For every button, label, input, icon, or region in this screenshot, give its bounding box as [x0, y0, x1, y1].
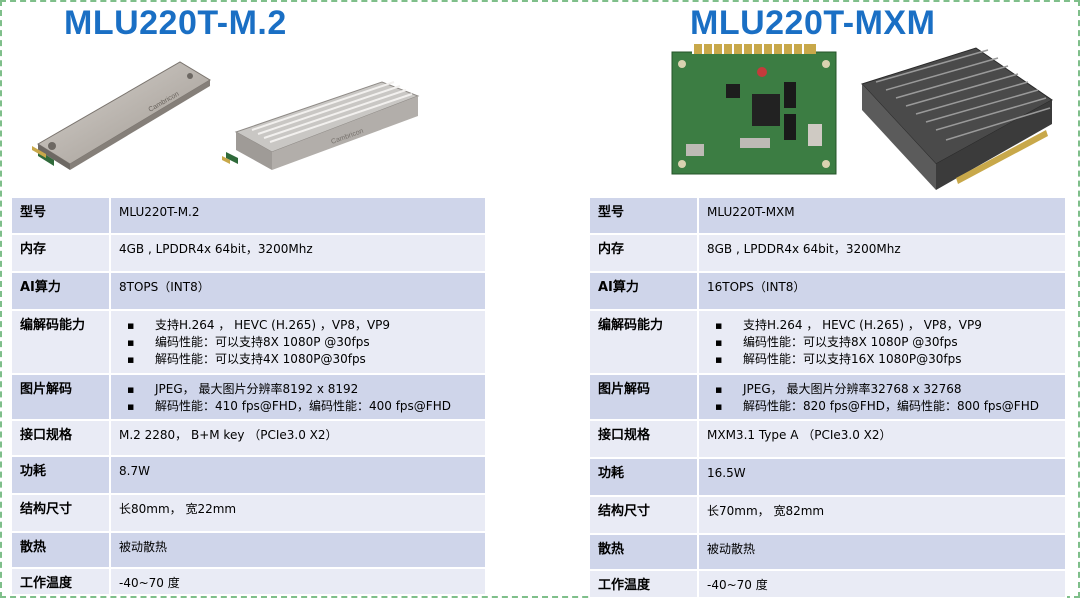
spec-key: 型号	[590, 198, 699, 235]
table-row: 编解码能力 支持H.264 ， HEVC (H.265) ，VP8，VP9 编码…	[12, 310, 487, 375]
spec-key: 接口规格	[590, 420, 699, 459]
bullet-item: 支持H.264 ， HEVC (H.265) ，VP8，VP9	[119, 317, 477, 334]
spec-key: 散热	[12, 532, 111, 569]
spec-key: 散热	[590, 534, 699, 571]
spec-value: 8GB , LPDDR4x 64bit，3200Mhz	[698, 234, 1067, 273]
spec-key: 工作温度	[12, 568, 111, 596]
spec-value: 16.5W	[698, 458, 1067, 497]
left-spec-table: 型号 MLU220T-M.2 内存 4GB , LPDDR4x 64bit，32…	[12, 198, 487, 596]
table-row: 内存 4GB , LPDDR4x 64bit，3200Mhz	[12, 234, 487, 273]
spec-value: MLU220T-MXM	[698, 198, 1067, 235]
table-row: 接口规格 MXM3.1 Type A （PCIe3.0 X2）	[590, 420, 1067, 459]
table-row: 编解码能力 支持H.264 ， HEVC (H.265) ， VP8，VP9 编…	[590, 310, 1067, 375]
bullet-item: 解码性能：可以支持16X 1080P@30fps	[707, 351, 1057, 368]
spec-value: 长80mm， 宽22mm	[110, 494, 487, 533]
left-product-title: MLU220T-M.2	[64, 4, 287, 42]
spec-value: 4GB , LPDDR4x 64bit，3200Mhz	[110, 234, 487, 273]
table-row: 型号 MLU220T-MXM	[590, 198, 1067, 235]
m2-module-flat-photo: Cambricon	[32, 61, 211, 170]
spec-key: 接口规格	[12, 420, 111, 457]
bullet-item: 解码性能：410 fps@FHD，编码性能：400 fps@FHD	[119, 398, 477, 415]
spec-value: 8TOPS（INT8）	[110, 272, 487, 311]
spec-value-list: JPEG， 最大图片分辨率32768 x 32768 解码性能：820 fps@…	[698, 374, 1067, 421]
bullet-item: 解码性能：820 fps@FHD，编码性能：800 fps@FHD	[707, 398, 1057, 415]
spec-key: AI算力	[590, 272, 699, 311]
spec-key: 结构尺寸	[590, 496, 699, 535]
right-product-title: MLU220T-MXM	[690, 4, 936, 42]
spec-key: 内存	[12, 234, 111, 273]
table-row: 工作温度 -40~70 度	[12, 568, 487, 596]
table-row: 功耗 8.7W	[12, 456, 487, 495]
spec-key: AI算力	[12, 272, 111, 311]
table-row: AI算力 16TOPS（INT8）	[590, 272, 1067, 311]
spec-value: -40~70 度	[698, 570, 1067, 599]
spec-value-list: 支持H.264 ， HEVC (H.265) ，VP8，VP9 编码性能：可以支…	[110, 310, 487, 375]
spec-key: 图片解码	[590, 374, 699, 421]
spec-key: 编解码能力	[12, 310, 111, 375]
table-row: 功耗 16.5W	[590, 458, 1067, 497]
spec-value: MXM3.1 Type A （PCIe3.0 X2）	[698, 420, 1067, 459]
table-row: 型号 MLU220T-M.2	[12, 198, 487, 235]
spec-key: 图片解码	[12, 374, 111, 421]
spec-value: -40~70 度	[110, 568, 487, 596]
bullet-item: 解码性能：可以支持4X 1080P@30fps	[119, 351, 477, 368]
spec-key: 编解码能力	[590, 310, 699, 375]
table-row: AI算力 8TOPS（INT8）	[12, 272, 487, 311]
m2-module-heatsink-photo: Cambricon	[222, 81, 420, 170]
spec-value: 16TOPS（INT8）	[698, 272, 1067, 311]
spec-value: 被动散热	[110, 532, 487, 569]
spec-value: 被动散热	[698, 534, 1067, 571]
table-row: 内存 8GB , LPDDR4x 64bit，3200Mhz	[590, 234, 1067, 273]
mxm-board-photo	[671, 44, 837, 175]
table-row: 散热 被动散热	[12, 532, 487, 569]
spec-key: 功耗	[12, 456, 111, 495]
bullet-item: JPEG， 最大图片分辨率8192 x 8192	[119, 381, 477, 398]
table-row: 散热 被动散热	[590, 534, 1067, 571]
bullet-item: 编码性能：可以支持8X 1080P @30fps	[707, 334, 1057, 351]
spec-value: M.2 2280， B+M key （PCIe3.0 X2）	[110, 420, 487, 457]
table-row: 结构尺寸 长70mm， 宽82mm	[590, 496, 1067, 535]
spec-value-list: 支持H.264 ， HEVC (H.265) ， VP8，VP9 编码性能：可以…	[698, 310, 1067, 375]
table-row: 图片解码 JPEG， 最大图片分辨率8192 x 8192 解码性能：410 f…	[12, 374, 487, 421]
spec-value-list: JPEG， 最大图片分辨率8192 x 8192 解码性能：410 fps@FH…	[110, 374, 487, 421]
spec-value: 8.7W	[110, 456, 487, 495]
table-row: 工作温度 -40~70 度	[590, 570, 1067, 599]
spec-key: 工作温度	[590, 570, 699, 599]
mxm-heatsink-photo	[861, 47, 1053, 190]
spec-value: MLU220T-M.2	[110, 198, 487, 235]
table-row: 结构尺寸 长80mm， 宽22mm	[12, 494, 487, 533]
spec-key: 结构尺寸	[12, 494, 111, 533]
right-spec-table: 型号 MLU220T-MXM 内存 8GB , LPDDR4x 64bit，32…	[590, 198, 1067, 599]
bullet-item: 编码性能：可以支持8X 1080P @30fps	[119, 334, 477, 351]
table-row: 图片解码 JPEG， 最大图片分辨率32768 x 32768 解码性能：820…	[590, 374, 1067, 421]
bullet-item: 支持H.264 ， HEVC (H.265) ， VP8，VP9	[707, 317, 1057, 334]
spec-value: 长70mm， 宽82mm	[698, 496, 1067, 535]
spec-key: 功耗	[590, 458, 699, 497]
table-row: 接口规格 M.2 2280， B+M key （PCIe3.0 X2）	[12, 420, 487, 457]
spec-key: 型号	[12, 198, 111, 235]
bullet-item: JPEG， 最大图片分辨率32768 x 32768	[707, 381, 1057, 398]
spec-key: 内存	[590, 234, 699, 273]
